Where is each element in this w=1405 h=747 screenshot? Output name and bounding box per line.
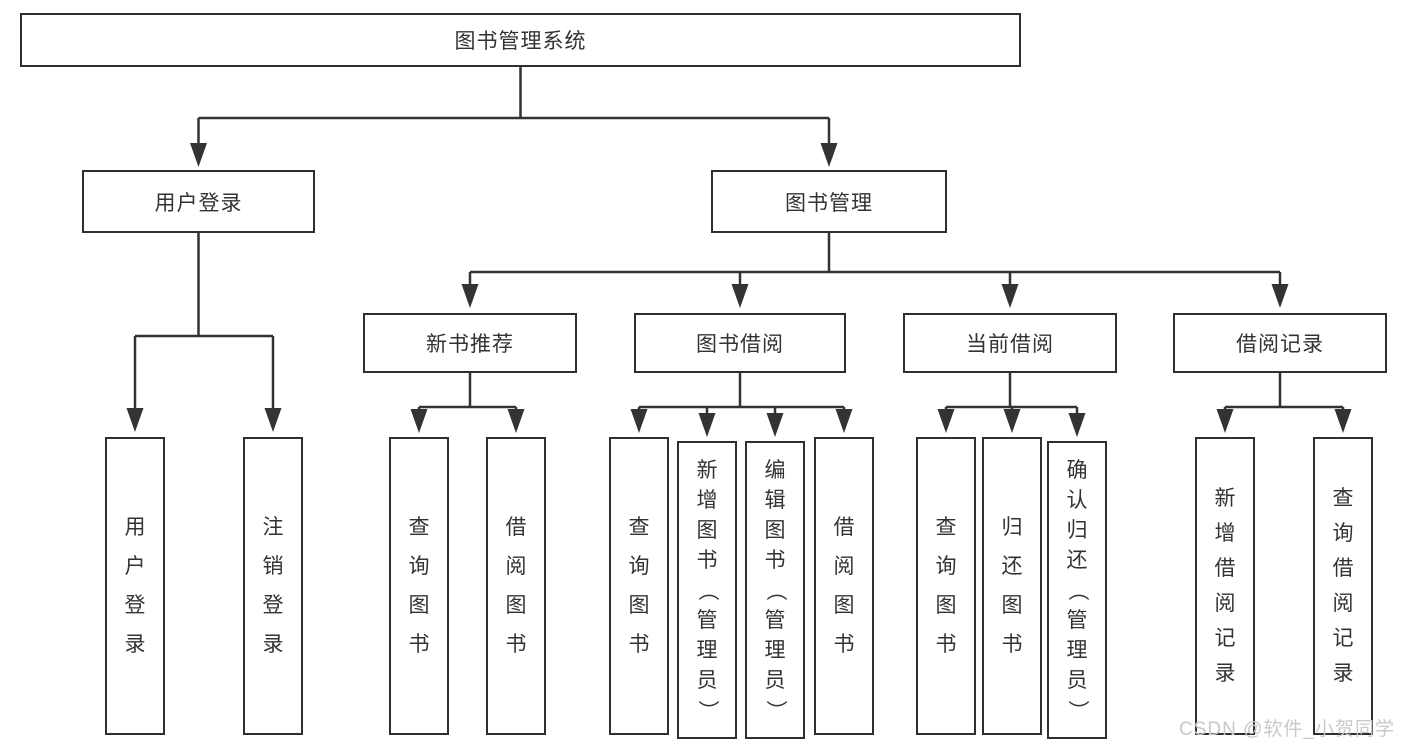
leaf-cb-return-books: 归还图书	[982, 437, 1042, 735]
leaf-bb-borrow-books: 借阅图书	[814, 437, 874, 735]
vertical-label-char: 录	[124, 633, 146, 656]
vertical-label-char: 理	[764, 638, 786, 662]
vertical-label-char: 查	[628, 516, 650, 539]
vertical-label-char: 书	[408, 633, 430, 656]
vertical-label-char: 登	[124, 594, 146, 617]
vertical-label-char: 增	[1214, 522, 1236, 545]
vertical-label-char: 借	[1214, 557, 1236, 580]
vertical-label-char: 书	[696, 548, 718, 572]
vertical-label-char: 借	[1332, 557, 1354, 580]
vertical-label-char: 管	[1066, 608, 1088, 632]
node-borrow-records: 借阅记录	[1173, 313, 1387, 373]
leaf-bb-add-books: 新增图书 （ 管理员 ）	[677, 441, 737, 739]
vertical-label-char: 录	[262, 633, 284, 656]
vertical-label-char: 录	[1332, 662, 1354, 685]
vertical-label-char: ）	[763, 699, 787, 721]
vertical-label-char: （	[1065, 579, 1089, 601]
node-new-book-rec: 新书推荐	[363, 313, 577, 373]
node-current-borrow: 当前借阅	[903, 313, 1117, 373]
vertical-label-char: 图	[764, 518, 786, 542]
vertical-label-char: 户	[124, 555, 146, 578]
vertical-label-char: 增	[696, 488, 718, 512]
vertical-label-char: 员	[764, 668, 786, 692]
vertical-label-char: 阅	[1214, 592, 1236, 615]
vertical-label-char: 阅	[833, 555, 855, 578]
vertical-label-char: 询	[935, 555, 957, 578]
leaf-bb-query-books: 查询图书	[609, 437, 669, 735]
vertical-label-char: 图	[408, 594, 430, 617]
leaf-br-add-record: 新增借阅记录	[1195, 437, 1255, 735]
vertical-label-char: 书	[833, 633, 855, 656]
vertical-label-char: 录	[1214, 662, 1236, 685]
vertical-label-char: 管	[764, 608, 786, 632]
vertical-label-char: 图	[505, 594, 527, 617]
vertical-label-char: 注	[262, 516, 284, 539]
vertical-label-char: 书	[1001, 633, 1023, 656]
vertical-label-char: 编	[764, 458, 786, 482]
vertical-label-char: 新	[696, 458, 718, 482]
leaf-logout: 注销登录	[243, 437, 303, 735]
vertical-label-char: 归	[1001, 516, 1023, 539]
vertical-label-char: 辑	[764, 488, 786, 512]
watermark-text: CSDN @软件_小贺同学	[1179, 719, 1395, 740]
vertical-label-char: 借	[505, 516, 527, 539]
vertical-label-char: 还	[1001, 555, 1023, 578]
vertical-label-char: 登	[262, 594, 284, 617]
vertical-label-char: 查	[1332, 487, 1354, 510]
vertical-label-char: 图	[833, 594, 855, 617]
vertical-label-char: 用	[124, 516, 146, 539]
vertical-label-char: 书	[935, 633, 957, 656]
vertical-label-char: （	[763, 579, 787, 601]
vertical-label-char: ）	[1065, 699, 1089, 721]
vertical-label-char: ）	[695, 699, 719, 721]
vertical-label-char: 书	[505, 633, 527, 656]
vertical-label-char: 归	[1066, 518, 1088, 542]
leaf-br-query-record: 查询借阅记录	[1313, 437, 1373, 735]
vertical-label-char: 询	[408, 555, 430, 578]
vertical-label-char: 图	[696, 518, 718, 542]
vertical-label-char: 询	[1332, 522, 1354, 545]
leaf-user-login: 用户登录	[105, 437, 165, 735]
vertical-label-char: 新	[1214, 487, 1236, 510]
vertical-label-char: 销	[262, 555, 284, 578]
leaf-nbr-query-books: 查询图书	[389, 437, 449, 735]
vertical-label-char: 查	[408, 516, 430, 539]
vertical-label-char: （	[695, 579, 719, 601]
vertical-label-char: 理	[696, 638, 718, 662]
vertical-label-char: 阅	[1332, 592, 1354, 615]
vertical-label-char: 记	[1332, 627, 1354, 650]
node-book-management: 图书管理	[711, 170, 947, 233]
leaf-cb-confirm-return: 确认归还 （ 管理员 ）	[1047, 441, 1107, 739]
vertical-label-char: 书	[628, 633, 650, 656]
vertical-label-char: 还	[1066, 548, 1088, 572]
vertical-label-char: 记	[1214, 627, 1236, 650]
vertical-label-char: 借	[833, 516, 855, 539]
leaf-bb-edit-books: 编辑图书 （ 管理员 ）	[745, 441, 805, 739]
node-user-login: 用户登录	[82, 170, 315, 233]
vertical-label-char: 查	[935, 516, 957, 539]
vertical-label-char: 管	[696, 608, 718, 632]
vertical-label-char: 认	[1066, 488, 1088, 512]
vertical-label-char: 阅	[505, 555, 527, 578]
vertical-label-char: 图	[935, 594, 957, 617]
vertical-label-char: 员	[696, 668, 718, 692]
node-book-borrow: 图书借阅	[634, 313, 846, 373]
vertical-label-char: 图	[628, 594, 650, 617]
vertical-label-char: 确	[1066, 458, 1088, 482]
leaf-cb-query-books: 查询图书	[916, 437, 976, 735]
vertical-label-char: 书	[764, 548, 786, 572]
vertical-label-char: 理	[1066, 638, 1088, 662]
vertical-label-char: 图	[1001, 594, 1023, 617]
leaf-nbr-borrow-books: 借阅图书	[486, 437, 546, 735]
node-root: 图书管理系统	[20, 13, 1021, 67]
vertical-label-char: 员	[1066, 668, 1088, 692]
vertical-label-char: 询	[628, 555, 650, 578]
